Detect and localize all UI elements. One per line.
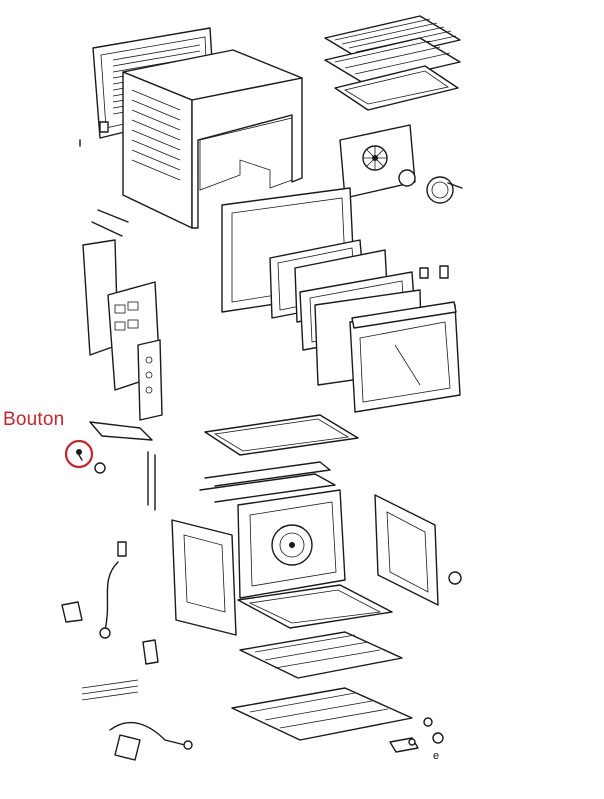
control-panel	[82, 209, 163, 421]
fan-assembly	[339, 124, 463, 204]
power-cable	[61, 541, 193, 761]
oven-racks	[324, 15, 461, 111]
lower-trays	[231, 584, 413, 741]
callout-label-bouton: Bouton	[3, 409, 65, 430]
callout-circle	[64, 439, 94, 469]
side-panel-right	[374, 494, 462, 606]
small-hardware	[389, 717, 444, 753]
outer-casing	[79, 49, 303, 229]
oven-cavity	[237, 489, 346, 599]
oven-door	[349, 265, 461, 413]
knob-part	[64, 421, 153, 474]
side-panel-left	[171, 519, 237, 636]
figure-letter: e	[433, 750, 440, 762]
tray-and-elements	[147, 414, 359, 511]
